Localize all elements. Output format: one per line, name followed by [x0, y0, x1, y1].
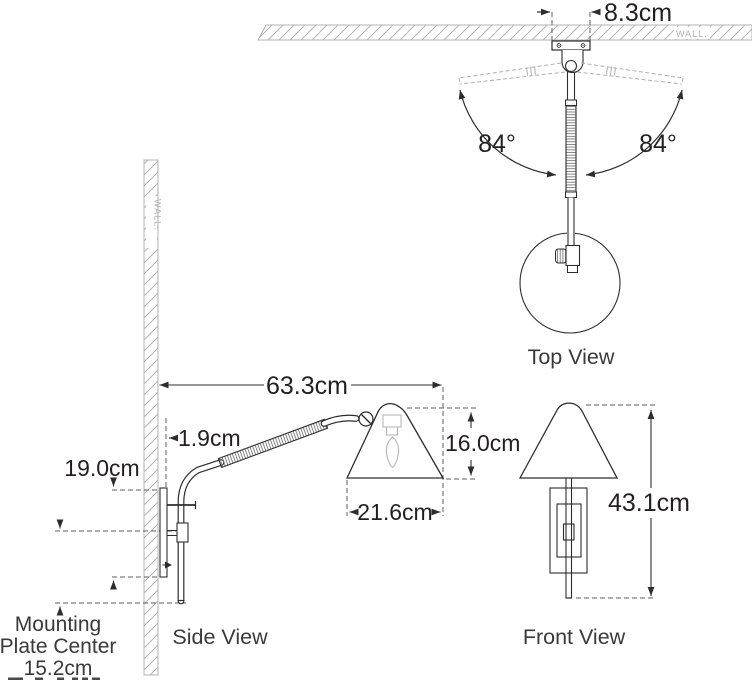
swing-left-label: 84°	[478, 130, 516, 158]
top-view: WALL. 8.3cm	[257, 0, 752, 369]
top-view-wall: WALL.	[257, 24, 752, 41]
swing-angle-right: 84°	[585, 89, 684, 178]
top-wall-label: WALL.	[676, 29, 708, 39]
side-extension-lines	[55, 387, 478, 604]
swing-ghost-arms	[458, 62, 684, 85]
mounting-note-line3: 15.2cm	[24, 657, 93, 680]
flex-tube	[565, 104, 577, 193]
dim-shade-height: 16.0cm	[445, 412, 520, 476]
side-view: WALL. 63.3cm 1.9cm 19.0cm	[0, 159, 520, 680]
top-view-label: Top View	[528, 345, 615, 369]
side-wall-label: WALL.	[153, 199, 163, 231]
pivot-pin-icon	[564, 59, 578, 73]
side-view-wall: WALL.	[143, 159, 163, 676]
front-view-label: Front View	[523, 625, 626, 649]
dim-plate-width: 8.3cm	[537, 0, 672, 41]
mounting-note: Mounting Plate Center 15.2cm	[0, 613, 116, 680]
dim-shade-height-label: 16.0cm	[445, 430, 520, 456]
plate-screw-icon	[165, 561, 172, 569]
front-view-stem	[565, 470, 573, 599]
adjust-knob-icon	[555, 244, 581, 273]
front-view-shade	[518, 402, 619, 479]
dim-overall-height-label: 43.1cm	[608, 489, 690, 517]
wall-label-backing	[146, 196, 157, 248]
dim-overall-height: 43.1cm	[608, 410, 690, 596]
dim-backplate-depth: 1.9cm	[169, 425, 241, 451]
mounting-note-line2: Plate Center	[0, 635, 116, 658]
mounting-note-line1: Mounting	[15, 613, 101, 636]
wall-label-backing	[674, 27, 710, 39]
front-extension-lines	[576, 404, 656, 599]
side-view-label: Side View	[172, 625, 268, 649]
top-mount-plate	[551, 40, 591, 73]
dim-extension-label: 63.3cm	[266, 372, 348, 400]
dim-backplate-height: 19.0cm	[64, 455, 140, 590]
dim-extension: 63.3cm	[159, 372, 442, 400]
dim-shade-width-label: 21.6cm	[357, 499, 432, 525]
dim-backplate-height-label: 19.0cm	[64, 455, 139, 481]
socket-and-bulb-icon	[382, 414, 402, 469]
top-view-stem	[555, 71, 581, 273]
front-view-backplate	[549, 487, 588, 574]
side-view-arm	[177, 411, 380, 605]
swing-angle-left: 84°	[458, 89, 557, 178]
side-view-shade	[345, 402, 445, 479]
side-view-backplate	[159, 487, 197, 602]
swing-right-label: 84°	[639, 130, 677, 158]
dim-plate-width-label: 8.3cm	[604, 0, 672, 27]
cropped-text-artifact	[8, 677, 100, 680]
screw-icon	[580, 43, 586, 48]
screw-icon	[556, 43, 562, 48]
front-view: 43.1cm Front View	[518, 402, 690, 649]
dim-backplate-depth-label: 1.9cm	[178, 425, 241, 451]
dim-shade-width: 21.6cm	[349, 499, 441, 525]
